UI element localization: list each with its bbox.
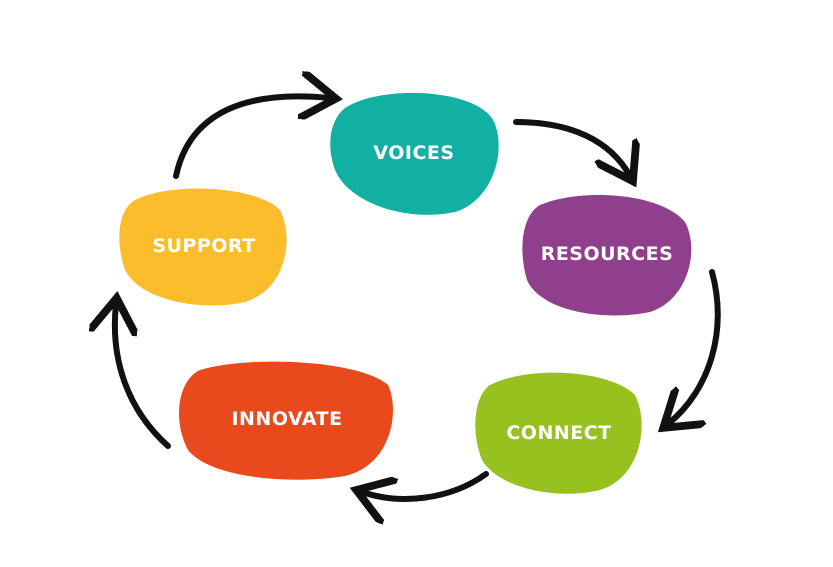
node-resources xyxy=(522,194,692,316)
node-label-voices: VOICES xyxy=(373,142,455,164)
arrow-support-to-voices xyxy=(173,96,330,179)
node-innovate xyxy=(178,361,393,480)
node-label-connect: CONNECT xyxy=(506,422,612,444)
arrow-resources-to-connect xyxy=(668,269,721,424)
arrow-voices-to-resources xyxy=(513,119,630,176)
node-support xyxy=(119,188,287,306)
node-label-innovate: INNOVATE xyxy=(231,408,343,430)
node-voices xyxy=(330,92,499,215)
node-label-support: SUPPORT xyxy=(152,235,256,257)
node-label-resources: RESOURCES xyxy=(540,243,674,265)
arrow-innovate-to-support xyxy=(115,304,171,449)
arrow-connect-to-innovate xyxy=(362,471,489,499)
node-connect xyxy=(475,372,642,494)
